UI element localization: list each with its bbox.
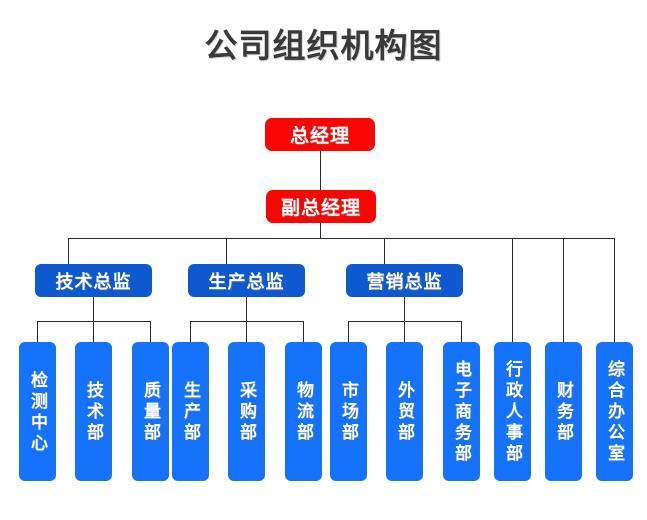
connector-bus-to-marketing-director xyxy=(384,238,385,264)
node-general-manager[interactable]: 总经理 xyxy=(265,118,375,151)
node-label: 物流部 xyxy=(294,381,313,444)
node-production-director[interactable]: 生产总监 xyxy=(188,264,305,297)
node-label: 技术总监 xyxy=(55,271,132,292)
node-label: 营销总监 xyxy=(366,271,443,292)
connector-to-technical-dept xyxy=(93,321,94,342)
node-testing-center[interactable]: 检测中心 xyxy=(19,342,56,481)
node-label: 综合办公室 xyxy=(605,360,624,465)
node-label: 外贸部 xyxy=(395,381,414,444)
connector-bus-to-technical-director xyxy=(68,238,69,264)
node-label: 检测中心 xyxy=(28,370,47,455)
node-procurement-dept[interactable]: 采购部 xyxy=(228,342,265,481)
connector-to-foreign-trade-dept xyxy=(404,321,405,342)
node-label: 采购部 xyxy=(237,381,256,444)
node-technical-dept[interactable]: 技术部 xyxy=(75,342,112,481)
connector-to-testing-center xyxy=(37,321,38,342)
connector-main-bus xyxy=(68,238,614,239)
connector-to-quality-dept xyxy=(150,321,151,342)
connector-production-director-stem xyxy=(246,297,247,321)
connector-bus-to-finance-dept xyxy=(563,238,564,342)
connector-gm-to-dgm xyxy=(320,151,321,190)
node-label: 生产部 xyxy=(181,381,200,444)
node-hr-admin-dept[interactable]: 行政人事部 xyxy=(494,342,531,481)
connector-technical-director-stem xyxy=(93,297,94,321)
connector-to-production-dept xyxy=(190,321,191,342)
node-ecommerce-dept[interactable]: 电子商务部 xyxy=(443,342,480,481)
node-label: 总经理 xyxy=(289,126,350,147)
node-finance-dept[interactable]: 财务部 xyxy=(545,342,582,481)
page-title: 公司组织机构图 xyxy=(204,27,443,64)
node-label: 副总经理 xyxy=(280,198,361,219)
node-foreign-trade-dept[interactable]: 外贸部 xyxy=(386,342,423,481)
node-label: 市场部 xyxy=(339,381,358,444)
node-production-dept[interactable]: 生产部 xyxy=(172,342,209,481)
node-technical-director[interactable]: 技术总监 xyxy=(35,264,152,297)
node-label: 生产总监 xyxy=(208,271,285,292)
node-logistics-dept[interactable]: 物流部 xyxy=(285,342,322,481)
connector-dgm-stem xyxy=(320,223,321,239)
node-deputy-general-manager[interactable]: 副总经理 xyxy=(266,190,376,223)
connector-bus-to-production-director xyxy=(226,238,227,264)
node-general-office[interactable]: 综合办公室 xyxy=(596,342,633,481)
node-label: 电子商务部 xyxy=(452,360,471,465)
connector-bus-to-general-office xyxy=(614,238,615,342)
node-quality-dept[interactable]: 质量部 xyxy=(132,342,169,481)
node-label: 技术部 xyxy=(84,381,103,444)
connector-to-market-dept xyxy=(348,321,349,342)
connector-to-ecommerce-dept xyxy=(461,321,462,342)
node-label: 财务部 xyxy=(554,381,573,444)
connector-to-logistics-dept xyxy=(303,321,304,342)
connector-marketing-director-stem xyxy=(404,297,405,321)
connector-to-procurement-dept xyxy=(246,321,247,342)
node-label: 质量部 xyxy=(141,381,160,444)
node-marketing-director[interactable]: 营销总监 xyxy=(346,264,463,297)
node-label: 行政人事部 xyxy=(503,360,522,465)
node-market-dept[interactable]: 市场部 xyxy=(330,342,367,481)
connector-bus-to-hr-dept xyxy=(512,238,513,342)
